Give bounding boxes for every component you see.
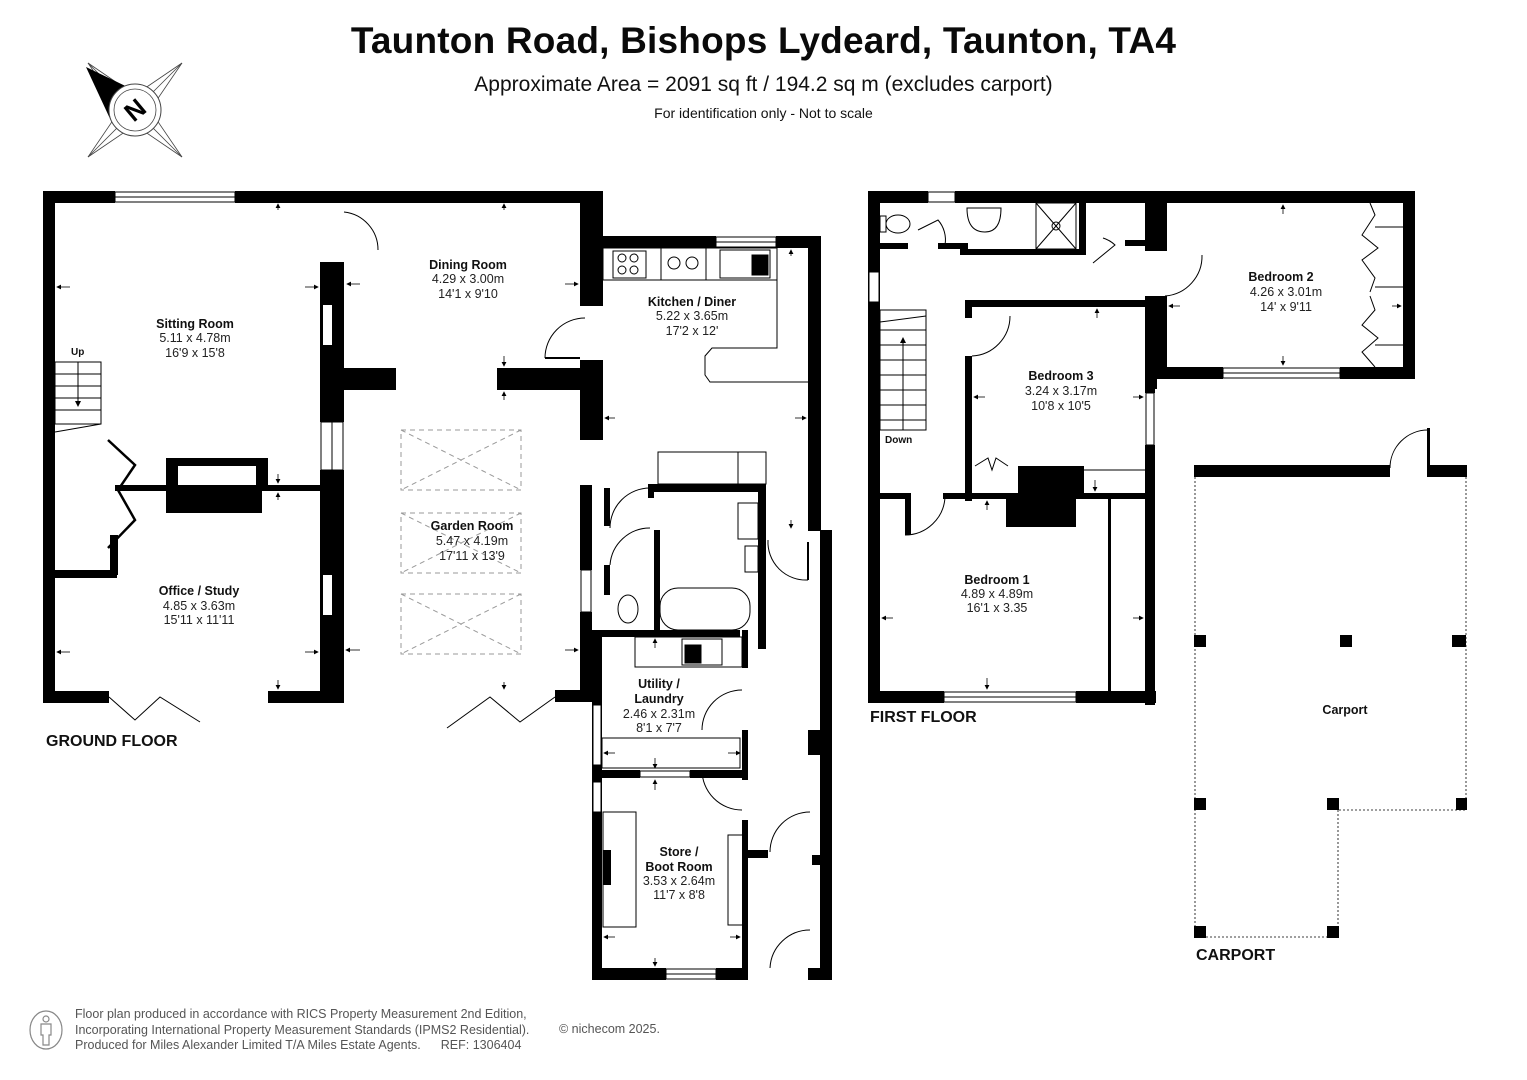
first-floor-doors xyxy=(904,202,1403,536)
svg-text:Kitchen / Diner: Kitchen / Diner xyxy=(648,295,736,309)
room-dining-room: Dining Room 4.29 x 3.00m 14'1 x 9'10 xyxy=(429,258,507,301)
first-floor-fixtures xyxy=(879,202,1077,250)
svg-text:4.89 x 4.89m: 4.89 x 4.89m xyxy=(961,587,1033,601)
ground-floor-windows xyxy=(114,191,777,980)
person-icon xyxy=(29,1010,63,1050)
svg-text:Carport: Carport xyxy=(1322,703,1368,717)
svg-text:16'1 x 3.35: 16'1 x 3.35 xyxy=(967,601,1028,615)
page-title: Taunton Road, Bishops Lydeard, Taunton, … xyxy=(350,20,1177,61)
room-bedroom-1: Bedroom 1 4.89 x 4.89m 16'1 x 3.35 xyxy=(961,573,1033,615)
svg-text:5.22 x 3.65m: 5.22 x 3.65m xyxy=(656,309,728,323)
svg-text:3.53 x 2.64m: 3.53 x 2.64m xyxy=(643,874,715,888)
room-bedroom-3: Bedroom 3 3.24 x 3.17m 10'8 x 10'5 xyxy=(1025,369,1097,413)
kitchen-fittings xyxy=(601,247,808,928)
first-floor-windows xyxy=(868,191,1341,703)
room-office-study: Office / Study 4.85 x 3.63m 15'11 x 11'1… xyxy=(159,584,240,627)
svg-text:Sitting Room: Sitting Room xyxy=(156,317,234,331)
svg-text:16'9 x 15'8: 16'9 x 15'8 xyxy=(165,346,225,360)
room-utility-laundry: Utility / Laundry 2.46 x 2.31m 8'1 x 7'7 xyxy=(623,677,695,735)
footer-line-3: Produced for Miles Alexander Limited T/A… xyxy=(75,1038,421,1052)
svg-text:Laundry: Laundry xyxy=(634,692,683,706)
svg-text:Garden Room: Garden Room xyxy=(431,519,514,533)
ground-floor-doors xyxy=(107,211,811,969)
carport-door xyxy=(1389,429,1429,469)
svg-text:Bedroom 2: Bedroom 2 xyxy=(1248,270,1313,284)
svg-text:11'7 x 8'8: 11'7 x 8'8 xyxy=(653,888,705,902)
svg-text:4.85 x 3.63m: 4.85 x 3.63m xyxy=(163,599,235,613)
svg-text:17'11 x 13'9: 17'11 x 13'9 xyxy=(439,549,505,563)
svg-text:10'8 x 10'5: 10'8 x 10'5 xyxy=(1031,399,1091,413)
svg-text:Dining Room: Dining Room xyxy=(429,258,507,272)
first-floor-walls xyxy=(868,191,1415,705)
svg-text:17'2 x 12': 17'2 x 12' xyxy=(666,324,719,338)
carport-outline xyxy=(1194,477,1467,938)
first-stairs xyxy=(879,309,927,431)
carport-label: CARPORT xyxy=(1196,947,1276,964)
svg-text:4.29 x 3.00m: 4.29 x 3.00m xyxy=(432,272,504,286)
svg-text:14' x 9'11: 14' x 9'11 xyxy=(1260,300,1312,314)
room-bedroom-2: Bedroom 2 4.26 x 3.01m 14' x 9'11 xyxy=(1248,270,1322,314)
garden-room-skylights xyxy=(400,429,522,655)
room-kitchen-diner: Kitchen / Diner 5.22 x 3.65m 17'2 x 12' xyxy=(648,295,736,338)
svg-text:2.46 x 2.31m: 2.46 x 2.31m xyxy=(623,707,695,721)
svg-text:5.11 x 4.78m: 5.11 x 4.78m xyxy=(159,331,230,345)
dimension-arrows xyxy=(56,203,807,967)
svg-text:Utility /: Utility / xyxy=(638,677,680,691)
ground-stairs xyxy=(54,361,102,433)
ground-floor-walls xyxy=(43,191,832,980)
svg-text:14'1 x 9'10: 14'1 x 9'10 xyxy=(438,287,498,301)
room-store-boot-room: Store / Boot Room 3.53 x 2.64m 11'7 x 8'… xyxy=(643,845,715,902)
svg-text:Bedroom 1: Bedroom 1 xyxy=(964,573,1029,587)
footer-disclaimer: Floor plan produced in accordance with R… xyxy=(75,1007,529,1054)
stairs-up-label: Up xyxy=(71,347,85,358)
svg-text:Boot Room: Boot Room xyxy=(645,860,712,874)
svg-text:Bedroom 3: Bedroom 3 xyxy=(1028,369,1093,383)
first-dimension-arrows xyxy=(881,204,1402,690)
stairs-down-label: Down xyxy=(885,435,913,446)
first-floor-label: FIRST FLOOR xyxy=(870,709,977,726)
footer-line-1: Floor plan produced in accordance with R… xyxy=(75,1007,527,1021)
copyright: © nichecom 2025. xyxy=(559,1022,660,1036)
svg-text:8'1 x 7'7: 8'1 x 7'7 xyxy=(636,721,682,735)
svg-text:Office / Study: Office / Study xyxy=(159,584,240,598)
footer-line-2: Incorporating International Property Mea… xyxy=(75,1022,530,1037)
svg-text:4.26 x 3.01m: 4.26 x 3.01m xyxy=(1250,285,1322,299)
compass-north-icon: N xyxy=(86,62,183,158)
room-carport: Carport xyxy=(1322,703,1368,717)
scale-note: For identification only - Not to scale xyxy=(654,105,873,121)
approximate-area: Approximate Area = 2091 sq ft / 194.2 sq… xyxy=(474,73,1053,96)
svg-text:3.24 x 3.17m: 3.24 x 3.17m xyxy=(1025,384,1097,398)
room-garden-room: Garden Room 5.47 x 4.19m 17'11 x 13'9 xyxy=(431,519,514,563)
reference-number: REF: 1306404 xyxy=(440,1038,522,1052)
carport-structure xyxy=(1194,428,1467,938)
ground-floor-label: GROUND FLOOR xyxy=(46,733,178,750)
svg-text:Store /: Store / xyxy=(660,845,699,859)
svg-text:15'11 x 11'11: 15'11 x 11'11 xyxy=(164,613,235,627)
room-sitting-room: Sitting Room 5.11 x 4.78m 16'9 x 15'8 xyxy=(156,317,234,360)
svg-text:5.47 x 4.19m: 5.47 x 4.19m xyxy=(436,534,508,548)
